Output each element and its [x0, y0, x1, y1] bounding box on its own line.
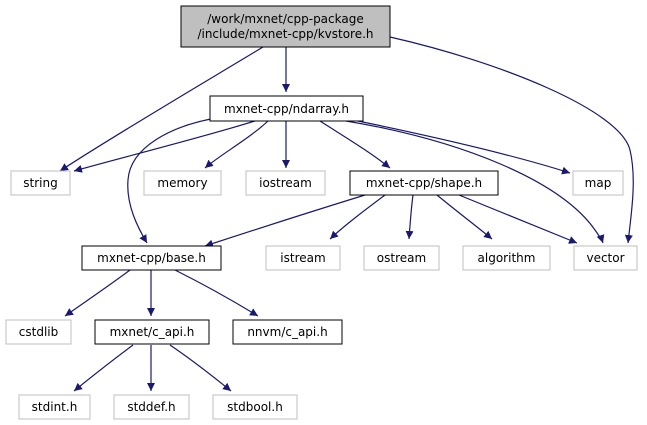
- edge-shape-ostream: [405, 194, 414, 240]
- node-box: [113, 394, 190, 420]
- node-label: iostream: [259, 176, 312, 190]
- node-label: ostream: [377, 251, 426, 265]
- node-label: vector: [586, 251, 624, 265]
- edge-shape-base: [204, 194, 366, 248]
- node-map[interactable]: map: [572, 170, 624, 196]
- node-box: [573, 245, 638, 271]
- node-box: [363, 245, 440, 271]
- node-cstdlib[interactable]: cstdlib: [5, 319, 72, 345]
- node-memory[interactable]: memory: [143, 170, 222, 196]
- node-label: stdbool.h: [227, 400, 283, 414]
- edge-ndarray-shape: [319, 120, 391, 169]
- node-box: [18, 394, 91, 420]
- node-label: cstdlib: [19, 325, 58, 339]
- node-box: [180, 5, 391, 48]
- node-box: [232, 319, 343, 345]
- edge-ndarray-map: [357, 120, 571, 175]
- edge-kvstore-string: [59, 46, 264, 172]
- node-base[interactable]: mxnet-cpp/base.h: [81, 245, 222, 271]
- node-label-line-2: /include/mxnet-cpp/kvstore.h: [197, 27, 373, 41]
- node-stdint[interactable]: stdint.h: [18, 394, 91, 420]
- node-algorithm[interactable]: algorithm: [462, 245, 551, 271]
- node-string[interactable]: string: [10, 170, 71, 196]
- node-label: string: [23, 176, 57, 190]
- edge-ndarray-string: [73, 120, 256, 173]
- edge-c_api-stdint: [73, 344, 134, 392]
- node-label: mxnet-cpp/shape.h: [366, 176, 482, 190]
- node-shape[interactable]: mxnet-cpp/shape.h: [349, 170, 499, 196]
- node-box: [212, 394, 298, 420]
- node-nnvm_c_api[interactable]: nnvm/c_api.h: [232, 319, 343, 345]
- node-box: [245, 170, 326, 196]
- edge-ndarray-vector: [345, 120, 605, 244]
- node-label: mxnet-cpp/ndarray.h: [224, 102, 349, 116]
- edge-layer: [59, 36, 634, 392]
- node-stdbool[interactable]: stdbool.h: [212, 394, 298, 420]
- node-iostream[interactable]: iostream: [245, 170, 326, 196]
- edge-ndarray-memory: [204, 120, 269, 169]
- edge-shape-istream: [329, 194, 386, 240]
- edge-kvstore-vector: [389, 36, 634, 244]
- edge-c_api-stdbool: [169, 344, 232, 392]
- node-box: [94, 319, 210, 345]
- node-label-line-1: /work/mxnet/cpp-package: [207, 12, 363, 26]
- node-label: istream: [280, 251, 325, 265]
- node-box: [5, 319, 72, 345]
- node-c_api[interactable]: mxnet/c_api.h: [94, 319, 210, 345]
- node-label: stdint.h: [32, 400, 78, 414]
- node-label: nnvm/c_api.h: [247, 325, 327, 339]
- edge-ndarray-base: [127, 116, 223, 244]
- node-label: memory: [157, 176, 207, 190]
- node-box: [10, 170, 71, 196]
- node-label: stddef.h: [127, 400, 175, 414]
- node-kvstore[interactable]: /work/mxnet/cpp-package /include/mxnet-c…: [180, 5, 391, 48]
- node-box: [349, 170, 499, 196]
- node-ostream[interactable]: ostream: [363, 245, 440, 271]
- node-label: algorithm: [478, 251, 536, 265]
- node-box: [572, 170, 624, 196]
- node-label: mxnet/c_api.h: [110, 325, 195, 339]
- node-ndarray[interactable]: mxnet-cpp/ndarray.h: [209, 95, 364, 122]
- node-box: [209, 95, 364, 122]
- edge-shape-algorithm: [436, 194, 493, 240]
- node-istream[interactable]: istream: [265, 245, 341, 271]
- node-label: mxnet-cpp/base.h: [97, 251, 206, 265]
- edge-base-nnvm_c_api: [174, 269, 259, 317]
- node-vector[interactable]: vector: [573, 245, 638, 271]
- node-box: [462, 245, 551, 271]
- node-box: [143, 170, 222, 196]
- edge-base-cstdlib: [64, 269, 131, 317]
- node-stddef[interactable]: stddef.h: [113, 394, 190, 420]
- node-box: [81, 245, 222, 271]
- node-box: [265, 245, 341, 271]
- edge-shape-vector: [458, 194, 578, 244]
- node-label: map: [585, 176, 612, 190]
